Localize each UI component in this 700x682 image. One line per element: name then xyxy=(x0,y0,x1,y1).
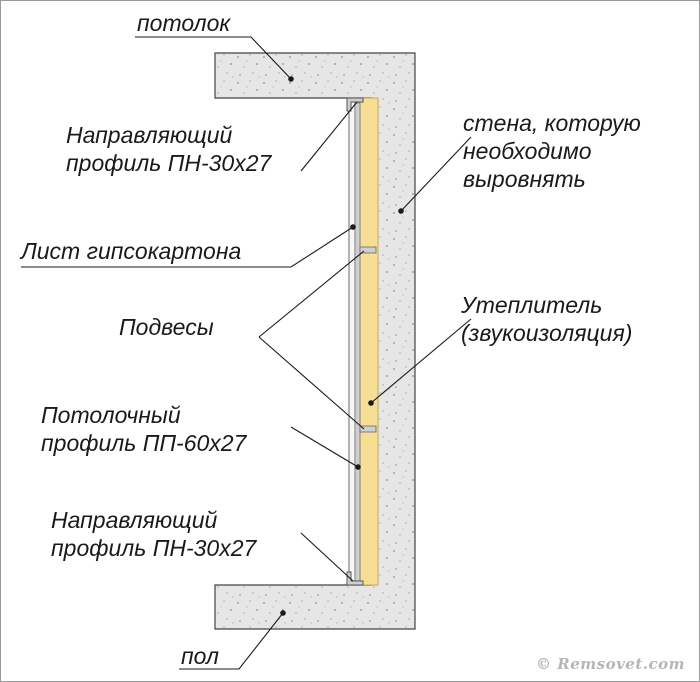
leader-ceiling-profile xyxy=(290,426,359,468)
label-wall-line3: выровнять xyxy=(463,166,586,192)
leader-hanger-lower xyxy=(258,336,365,430)
dot-drywall xyxy=(350,224,356,230)
dot-insulation xyxy=(368,400,374,406)
label-ceiling: потолок xyxy=(137,9,230,37)
label-top-guide-line2: профиль ПН-30х27 xyxy=(66,150,272,176)
label-wall-line1: стена, которую xyxy=(463,110,641,136)
dot-floor xyxy=(280,610,286,616)
leader-top-guide xyxy=(300,101,358,172)
leader-lines xyxy=(21,36,472,670)
leader-floor xyxy=(179,612,284,670)
label-top-guide-line1: Направляющий xyxy=(66,122,233,148)
label-insulation-line1: Утеплитель xyxy=(461,292,603,318)
dot-ceiling-profile xyxy=(355,464,361,470)
label-wall-line2: необходимо xyxy=(463,138,592,164)
leader-dots xyxy=(280,76,404,616)
label-ceiling-text: потолок xyxy=(137,10,231,36)
leader-bottom-guide xyxy=(300,532,354,582)
label-ceiling-profile: Потолочный профиль ПП-60х27 xyxy=(41,401,246,457)
dot-ceiling xyxy=(288,76,294,82)
hanger-lower xyxy=(359,425,377,433)
label-floor: пол xyxy=(181,642,219,670)
label-wall: стена, которую необходимо выровнять xyxy=(463,109,641,193)
label-bottom-guide-line2: профиль ПН-30х27 xyxy=(51,535,257,561)
leader-insulation xyxy=(370,318,472,404)
label-insulation-line2: (звукоизоляция) xyxy=(461,320,633,346)
hanger-upper xyxy=(359,246,377,254)
label-ceiling-profile-line1: Потолочный xyxy=(41,402,181,428)
ceiling-profile-strip xyxy=(354,102,361,582)
label-drywall: Лист гипсокартона xyxy=(21,237,241,265)
label-hangers-text: Подвесы xyxy=(119,314,214,340)
leader-wall xyxy=(400,136,472,212)
leader-hanger-upper xyxy=(258,250,365,338)
insulation-layer xyxy=(359,97,379,586)
bottom-guide-profile xyxy=(346,571,364,586)
label-drywall-text: Лист гипсокартона xyxy=(21,238,242,264)
drywall-sheet xyxy=(348,100,356,584)
dot-wall xyxy=(398,208,404,214)
leader-ceiling xyxy=(135,36,292,80)
label-insulation: Утеплитель (звукоизоляция) xyxy=(461,291,632,347)
top-guide-profile xyxy=(346,97,364,112)
label-bottom-guide: Направляющий профиль ПН-30х27 xyxy=(51,506,256,562)
label-bottom-guide-line1: Направляющий xyxy=(51,507,218,533)
label-hangers: Подвесы xyxy=(119,313,214,341)
label-floor-text: пол xyxy=(181,643,219,669)
label-ceiling-profile-line2: профиль ПП-60х27 xyxy=(41,430,247,456)
label-top-guide: Направляющий профиль ПН-30х27 xyxy=(66,121,271,177)
leader-drywall xyxy=(21,226,354,268)
watermark: © Remsovet.com xyxy=(536,655,685,673)
